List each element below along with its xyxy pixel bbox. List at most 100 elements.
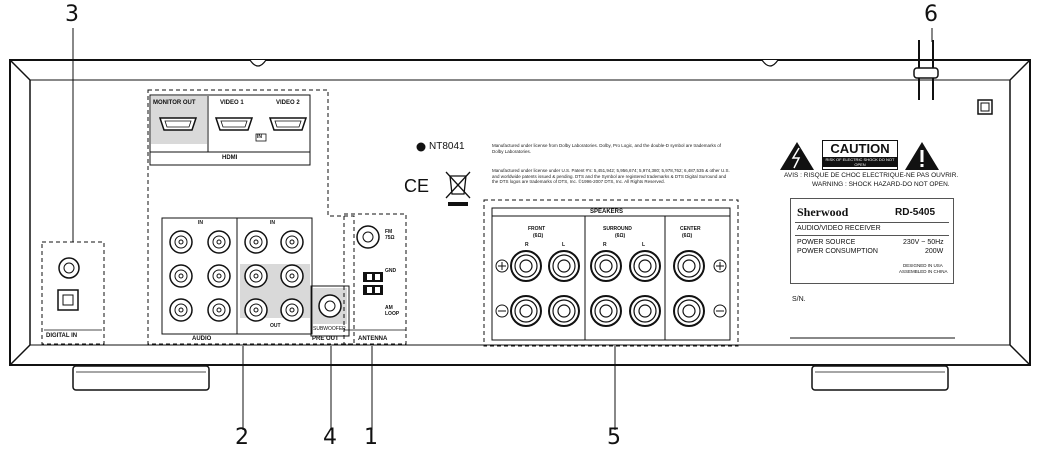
nameplate-power-source-value: 230V ~ 50Hz xyxy=(903,239,944,246)
callout-2: 2 xyxy=(235,425,249,450)
dolby-license-note: Manufactured under license from Dolby La… xyxy=(492,143,722,154)
pre-out-title: PRE OUT xyxy=(312,336,339,342)
speaker-terminal-surround-r-positive xyxy=(590,250,622,282)
antenna-title: ANTENNA xyxy=(358,336,388,342)
audio-rca-jack xyxy=(244,298,268,322)
nt-circle-icon xyxy=(416,142,426,152)
speaker-terminal-center-positive xyxy=(673,250,705,282)
hdmi-video1-label: VIDEO 1 xyxy=(220,100,244,106)
digital-in-title: DIGITAL IN xyxy=(46,333,78,339)
nameplate-power-consumption-value: 200W xyxy=(925,248,944,255)
hdmi-audio-section xyxy=(147,89,355,345)
chassis-notch xyxy=(761,59,779,67)
speakers-title: SPEAKERS xyxy=(590,209,624,215)
model-code-label: NT8041 xyxy=(429,141,465,152)
audio-rca-jack xyxy=(244,230,268,254)
audio-rca-jack xyxy=(280,298,304,322)
speakers-center-imp: (6Ω) xyxy=(682,233,693,239)
hdmi-port-video2 xyxy=(268,117,308,131)
speakers-front-l: L xyxy=(562,242,566,248)
callout-5: 5 xyxy=(607,425,621,450)
antenna-gnd-label: GND xyxy=(385,268,397,274)
plus-sign-left xyxy=(495,259,509,273)
pre-out-section xyxy=(310,285,350,337)
audio-rca-jack xyxy=(169,230,193,254)
nameplate-brand: Sherwood xyxy=(797,205,849,219)
speakers-surround-label: SURROUND xyxy=(603,226,632,232)
callout-1: 1 xyxy=(364,425,378,450)
minus-sign-right xyxy=(713,304,727,318)
speakers-surround-r: R xyxy=(603,242,607,248)
hdmi-port-video1 xyxy=(214,117,254,131)
antenna-am-label: AM LOOP xyxy=(385,305,400,317)
audio-rca-jack xyxy=(244,264,268,288)
antenna-fm-label: FM 75Ω xyxy=(385,229,395,241)
speakers-surround-l: L xyxy=(642,242,646,248)
exclamation-warning-icon xyxy=(905,142,939,170)
speakers-center-label: CENTER xyxy=(680,226,701,232)
nameplate-designed: DESIGNED IN USA xyxy=(903,263,943,268)
weee-bin-icon xyxy=(445,171,471,206)
speaker-terminal-surround-l-negative xyxy=(629,295,661,327)
speaker-terminal-front-r-positive xyxy=(510,250,542,282)
audio-rca-jack xyxy=(169,264,193,288)
nameplate-type: AUDIO/VIDEO RECEIVER xyxy=(797,225,881,232)
audio-rca-jack xyxy=(280,230,304,254)
foot-left xyxy=(72,365,210,391)
audio-in-tag-right: IN xyxy=(270,220,275,226)
audio-rca-jack xyxy=(207,298,231,322)
caution-sub: RISK OF ELECTRIC SHOCK DO NOT OPEN xyxy=(823,157,897,167)
plus-sign-right xyxy=(713,259,727,273)
audio-rca-jack xyxy=(207,230,231,254)
hdmi-monitor-out-label: MONITOR OUT xyxy=(153,100,196,106)
nameplate-power-consumption-label: POWER CONSUMPTION xyxy=(797,248,878,255)
chassis-notch xyxy=(249,59,267,67)
caution-title: CAUTION xyxy=(830,141,890,156)
nameplate: Sherwood RD-5405 AUDIO/VIDEO RECEIVER PO… xyxy=(790,198,954,284)
speaker-terminal-surround-l-positive xyxy=(629,250,661,282)
speaker-terminal-front-l-positive xyxy=(548,250,580,282)
callout-6: 6 xyxy=(924,2,938,27)
speaker-terminal-front-l-negative xyxy=(548,295,580,327)
ce-mark: CE xyxy=(404,176,430,196)
minus-sign-left xyxy=(495,304,509,318)
lightning-warning-icon xyxy=(780,142,814,170)
caution-warning: WARNING : SHOCK HAZARD-DO NOT OPEN. xyxy=(812,181,950,188)
speaker-terminal-front-r-negative xyxy=(510,295,542,327)
nameplate-model: RD-5405 xyxy=(895,207,936,218)
chassis-bevel-right xyxy=(1009,59,1031,366)
hdmi-video2-label: VIDEO 2 xyxy=(276,100,300,106)
audio-rca-jack xyxy=(280,264,304,288)
nameplate-power-source-label: POWER SOURCE xyxy=(797,239,856,246)
speakers-front-imp: (6Ω) xyxy=(533,233,544,239)
audio-out-tag: OUT xyxy=(270,323,281,329)
antenna-section xyxy=(343,213,407,345)
audio-rca-jack xyxy=(169,298,193,322)
speaker-terminal-center-negative xyxy=(673,295,705,327)
speakers-section xyxy=(483,199,739,347)
callout-4: 4 xyxy=(323,425,337,450)
audio-title: AUDIO xyxy=(192,336,212,342)
speakers-surround-imp: (6Ω) xyxy=(615,233,626,239)
audio-rca-jack xyxy=(207,264,231,288)
chassis-bevel-left xyxy=(9,59,31,366)
callout-3: 3 xyxy=(65,2,79,27)
hdmi-port-monitor-out xyxy=(158,117,198,131)
pre-out-sub-label: SUBWOOFER xyxy=(313,326,346,332)
nameplate-assembled: ASSEMBLED IN CHINA xyxy=(899,269,948,274)
speakers-front-r: R xyxy=(525,242,529,248)
hdmi-section xyxy=(149,94,311,166)
speakers-front-label: FRONT xyxy=(528,226,546,232)
foot-right xyxy=(811,365,949,391)
audio-in-tag-left: IN xyxy=(198,220,203,226)
caution-label: CAUTION RISK OF ELECTRIC SHOCK DO NOT OP… xyxy=(822,140,898,170)
serial-label: S/N. xyxy=(792,296,806,303)
caution-avis: AVIS : RISQUE DE CHOC ELECTRIQUE-NE PAS … xyxy=(784,172,959,179)
hdmi-title: HDMI xyxy=(222,155,238,161)
dts-license-note: Manufactured under license under U.S. Pa… xyxy=(492,168,730,184)
am-antenna-terminals xyxy=(363,272,383,295)
hdmi-in-tag: IN xyxy=(257,134,262,140)
speaker-terminal-surround-r-negative xyxy=(590,295,622,327)
